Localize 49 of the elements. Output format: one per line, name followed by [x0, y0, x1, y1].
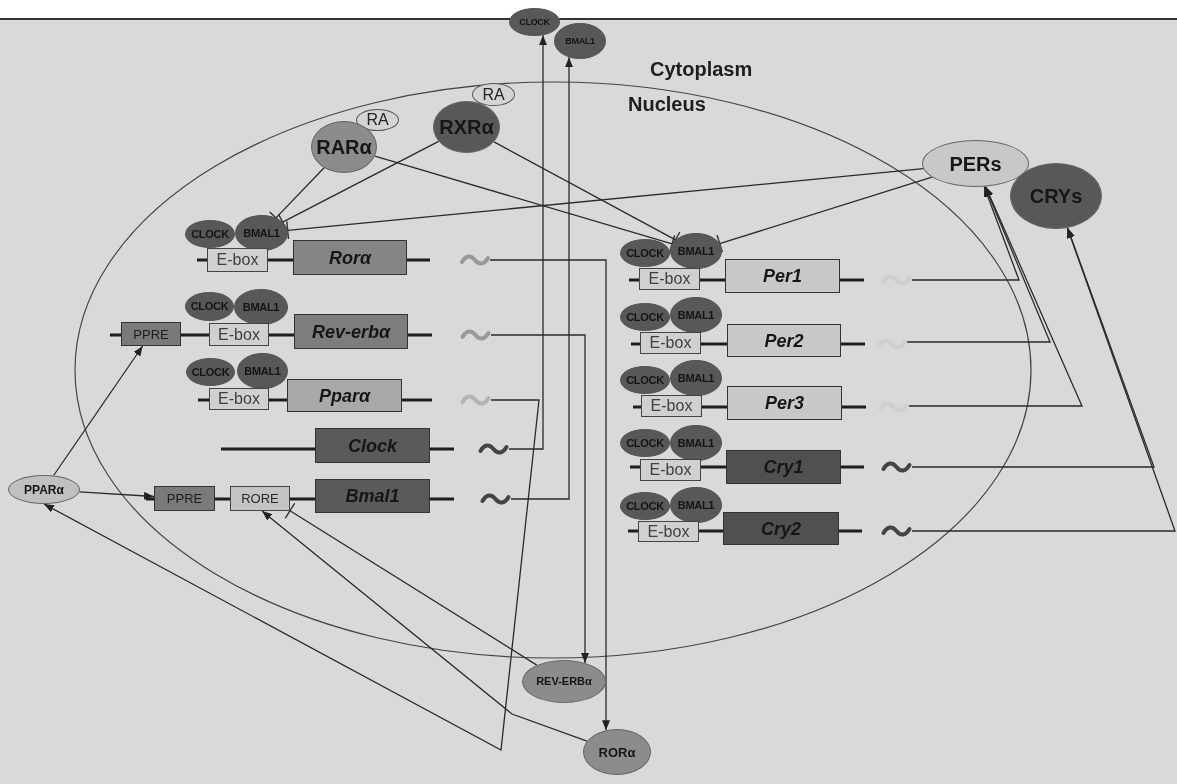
promoter-element-box: E-box: [640, 332, 701, 354]
arrow: [908, 185, 1083, 407]
arrow: [261, 510, 588, 742]
arrow: [43, 399, 540, 752]
inhibition-line: [284, 502, 538, 666]
gene-box: Per2: [727, 324, 841, 357]
arrow: [911, 227, 1176, 532]
arrow: [510, 56, 573, 500]
arrow: [78, 491, 155, 500]
mrna-wave-icon: [881, 523, 912, 539]
promoter-element-box: E-box: [638, 521, 699, 542]
promoter-element-box: RORE: [230, 486, 290, 511]
gene-box: Per3: [727, 386, 842, 420]
arrow: [489, 259, 610, 731]
compartment-label: Nucleus: [628, 93, 706, 116]
protein-ellipse: CLOCK: [509, 8, 560, 36]
gene-box: Clock: [315, 428, 430, 463]
mrna-wave-icon: [460, 327, 491, 343]
promoter-element-box: E-box: [640, 459, 701, 481]
arrow: [490, 334, 589, 664]
inhibition-line: [286, 167, 924, 241]
promoter-element-box: PPRE: [154, 486, 215, 511]
mrna-wave-icon: [460, 392, 491, 408]
gene-box: Cry2: [723, 512, 839, 545]
promoter-element-box: E-box: [207, 248, 268, 272]
mrna-wave-icon: [881, 459, 912, 475]
promoter-element-box: PPRE: [121, 322, 181, 346]
mrna-wave-icon: [876, 336, 907, 352]
gene-box: Pparα: [287, 379, 402, 412]
gene-box: Cry1: [726, 450, 841, 484]
promoter-element-box: E-box: [639, 268, 700, 290]
mrna-wave-icon: [478, 441, 509, 457]
arrow: [911, 186, 1020, 281]
gene-box: Per1: [725, 259, 840, 293]
gene-box: Rev-erbα: [294, 314, 408, 349]
mrna-wave-icon: [881, 272, 912, 288]
arrow: [52, 345, 144, 477]
mrna-wave-icon: [878, 399, 909, 415]
gene-box: Bmal1: [315, 479, 430, 513]
mrna-wave-icon: [460, 252, 490, 268]
mrna-wave-icon: [480, 491, 511, 507]
promoter-element-box: E-box: [209, 323, 269, 346]
arrow: [911, 227, 1155, 468]
arrow: [906, 185, 1051, 343]
gene-box: Rorα: [293, 240, 407, 275]
promoter-element-box: E-box: [209, 388, 269, 410]
arrow: [508, 34, 547, 450]
compartment-label: Cytoplasm: [650, 58, 753, 81]
promoter-element-box: E-box: [641, 395, 702, 417]
